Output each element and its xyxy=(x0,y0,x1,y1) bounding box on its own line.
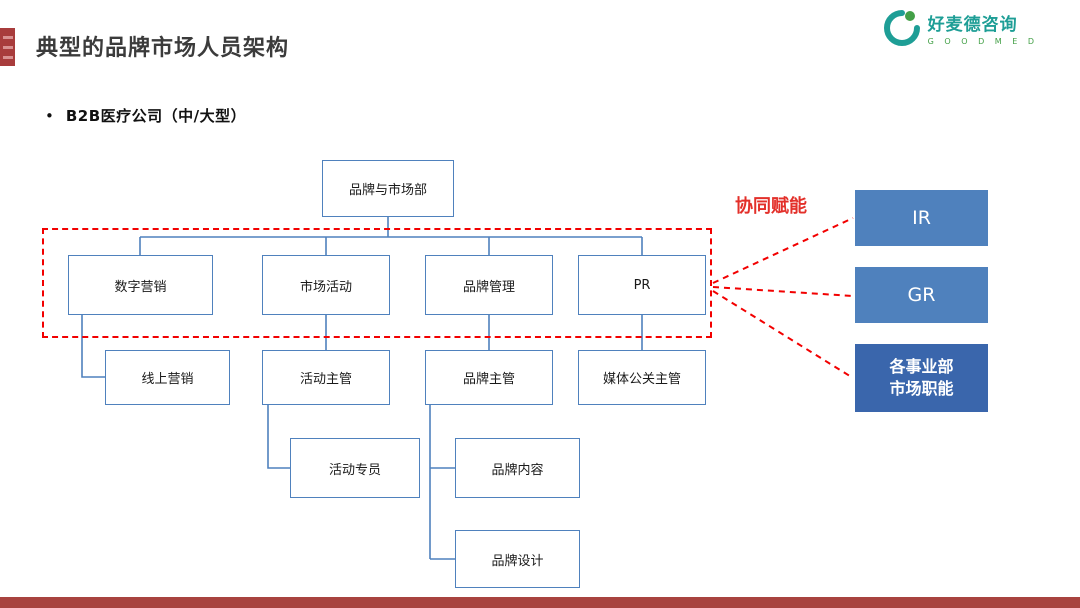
annotation-synergy: 协同赋能 xyxy=(735,196,807,217)
side-box-ir: IR xyxy=(855,190,988,246)
org-box-market-events: 市场活动 xyxy=(262,255,390,315)
org-box-event-specialist: 活动专员 xyxy=(290,438,420,498)
company-logo: 好麦德咨询 G O O D M E D xyxy=(882,8,1038,48)
title-accent-icon xyxy=(0,28,15,66)
side-box-bu-market-functions: 各事业部 市场职能 xyxy=(855,344,988,412)
dashed-line-to-ir xyxy=(712,217,854,284)
org-box-brand-supervisor: 品牌主管 xyxy=(425,350,553,405)
org-box-online-marketing: 线上营销 xyxy=(105,350,230,405)
bottom-accent-bar xyxy=(0,597,1080,608)
page-title: 典型的品牌市场人员架构 xyxy=(36,36,290,61)
org-box-digital-marketing: 数字营销 xyxy=(68,255,213,315)
bullet-row: • B2B医疗公司（中/大型） xyxy=(45,105,246,126)
bullet-text: B2B医疗公司（中/大型） xyxy=(65,107,247,125)
org-box-brand-design: 品牌设计 xyxy=(455,530,580,588)
dashed-line-to-bu xyxy=(712,290,854,379)
logo-name-en: G O O D M E D xyxy=(927,37,1038,46)
side-box-gr: GR xyxy=(855,267,988,323)
dashed-group-rect xyxy=(42,228,712,338)
org-box-brand-marketing-dept: 品牌与市场部 xyxy=(322,160,454,217)
org-box-event-supervisor: 活动主管 xyxy=(262,350,390,405)
connector-supervisor-to-specialist xyxy=(267,405,290,469)
bullet-marker: • xyxy=(45,106,54,125)
org-box-pr: PR xyxy=(578,255,706,315)
org-box-brand-management: 品牌管理 xyxy=(425,255,553,315)
logo-name-cn: 好麦德咨询 xyxy=(927,15,1018,35)
org-box-brand-content: 品牌内容 xyxy=(455,438,580,498)
logo-icon xyxy=(883,10,920,46)
org-box-media-pr-supervisor: 媒体公关主管 xyxy=(578,350,706,405)
dashed-line-to-gr xyxy=(712,286,854,297)
